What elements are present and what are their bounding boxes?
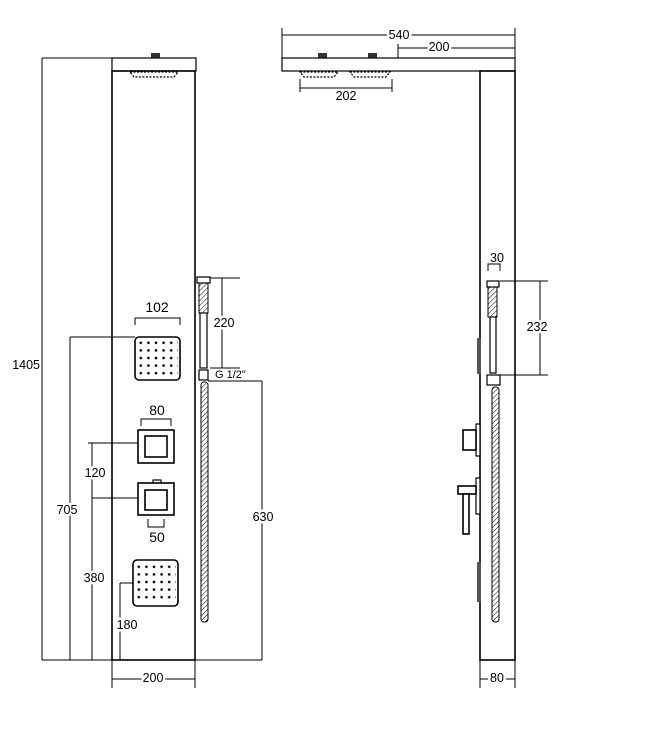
shower-hose-side xyxy=(491,386,500,623)
control-knob xyxy=(137,429,175,464)
upper-body-jet xyxy=(134,336,181,381)
dim-1405-label: 1405 xyxy=(12,358,40,372)
lower-jet-profile xyxy=(477,562,481,602)
lower-body-jet xyxy=(132,559,179,607)
jet-nozzles xyxy=(137,339,178,378)
panel-top-cap xyxy=(111,57,197,72)
dim-102-bracket xyxy=(134,317,181,325)
dim-630-label: 630 xyxy=(253,510,274,524)
connection-label: G 1/2" xyxy=(215,369,246,381)
dim-540-label: 540 xyxy=(389,28,410,42)
dim-80-depth-label: 80 xyxy=(490,671,504,685)
dim-50-bracket xyxy=(147,519,165,528)
dim-102-label: 102 xyxy=(145,299,169,315)
dim-50-label: 50 xyxy=(149,529,165,545)
dim-30-label: 30 xyxy=(490,251,504,265)
upper-jet-profile xyxy=(477,338,481,374)
dim-200-offset-label: 200 xyxy=(429,40,450,54)
jet-nozzles xyxy=(135,563,176,603)
top-nozzle xyxy=(368,53,377,58)
hand-shower-side xyxy=(486,280,501,386)
rain-shower-head-left xyxy=(298,71,340,78)
front-view: 1405 102 705 80 120 380 xyxy=(12,53,276,688)
side-view: 540 200 202 xyxy=(281,26,550,688)
top-nozzle xyxy=(318,53,327,58)
control-knob-side xyxy=(462,423,481,457)
dim-220-label: 220 xyxy=(214,316,235,330)
dim-80-label: 80 xyxy=(149,402,165,418)
diverter-lever-side xyxy=(457,477,481,535)
rain-shower-head-right xyxy=(348,71,392,78)
shower-hose xyxy=(200,381,209,623)
diverter-handle xyxy=(137,479,175,516)
dim-180-label: 180 xyxy=(117,618,138,632)
top-nozzle xyxy=(151,53,160,58)
dim-200-label: 200 xyxy=(143,671,164,685)
shower-arm xyxy=(281,57,516,72)
dim-80-bracket xyxy=(140,418,172,426)
dim-232-label: 232 xyxy=(527,320,548,334)
rain-shower-head xyxy=(128,71,180,78)
dim-380-label: 380 xyxy=(84,571,105,585)
dim-120-label: 120 xyxy=(85,466,106,480)
dim-705-label: 705 xyxy=(57,503,78,517)
hand-shower xyxy=(196,276,211,381)
dim-30-bracket xyxy=(487,263,501,271)
dim-202-label: 202 xyxy=(336,89,357,103)
